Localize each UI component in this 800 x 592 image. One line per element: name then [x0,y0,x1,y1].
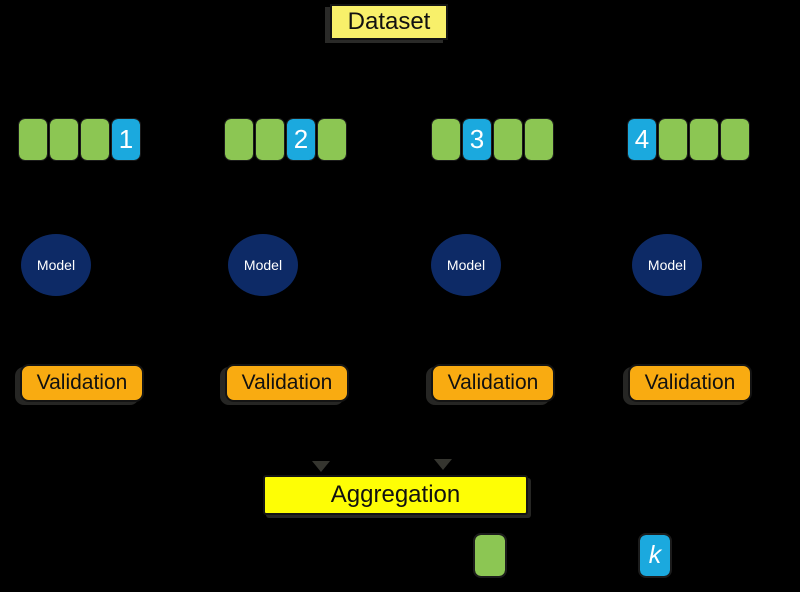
model-circle-4: Model [632,234,702,296]
fold-cell-test: 2 [286,118,316,161]
model-circle-2: Model [228,234,298,296]
fold-cell-train [658,118,688,161]
model-circle-3: Model [431,234,501,296]
fold-cell-test: 1 [111,118,141,161]
fold-cell-train [720,118,750,161]
fold-cell-train [317,118,347,161]
validation-box-2: Validation [225,364,349,402]
fold-cell-train [49,118,79,161]
fold-cell-train [255,118,285,161]
model-label: Model [647,257,687,273]
aggregation-label: Aggregation [330,481,461,508]
validation-label: Validation [36,371,128,394]
fold-cell-train [18,118,48,161]
fold-row-3: 3 [431,118,554,161]
validation-label: Validation [644,371,736,394]
arrowhead-icon [312,461,330,472]
fold-cell-train [431,118,461,161]
dataset-box: Dataset [330,4,448,40]
validation-box-1: Validation [20,364,144,402]
model-label: Model [36,257,76,273]
legend-test-fold-swatch: k [638,533,672,578]
validation-box-4: Validation [628,364,752,402]
legend-train-swatch [473,533,507,578]
dataset-label: Dataset [347,8,431,35]
aggregation-box: Aggregation [263,475,528,515]
fold-row-2: 2 [224,118,347,161]
model-label: Model [243,257,283,273]
fold-cell-train [224,118,254,161]
fold-cell-train [689,118,719,161]
fold-row-1: 1 [18,118,141,161]
fold-cell-train [524,118,554,161]
validation-label: Validation [447,371,539,394]
fold-cell-train [493,118,523,161]
arrowhead-icon [434,459,452,470]
fold-cell-test: 4 [627,118,657,161]
fold-cell-test: 3 [462,118,492,161]
validation-label: Validation [241,371,333,394]
model-circle-1: Model [21,234,91,296]
validation-box-3: Validation [431,364,555,402]
legend-k-label: k [648,541,662,569]
model-label: Model [446,257,486,273]
fold-cell-train [80,118,110,161]
fold-row-4: 4 [627,118,750,161]
